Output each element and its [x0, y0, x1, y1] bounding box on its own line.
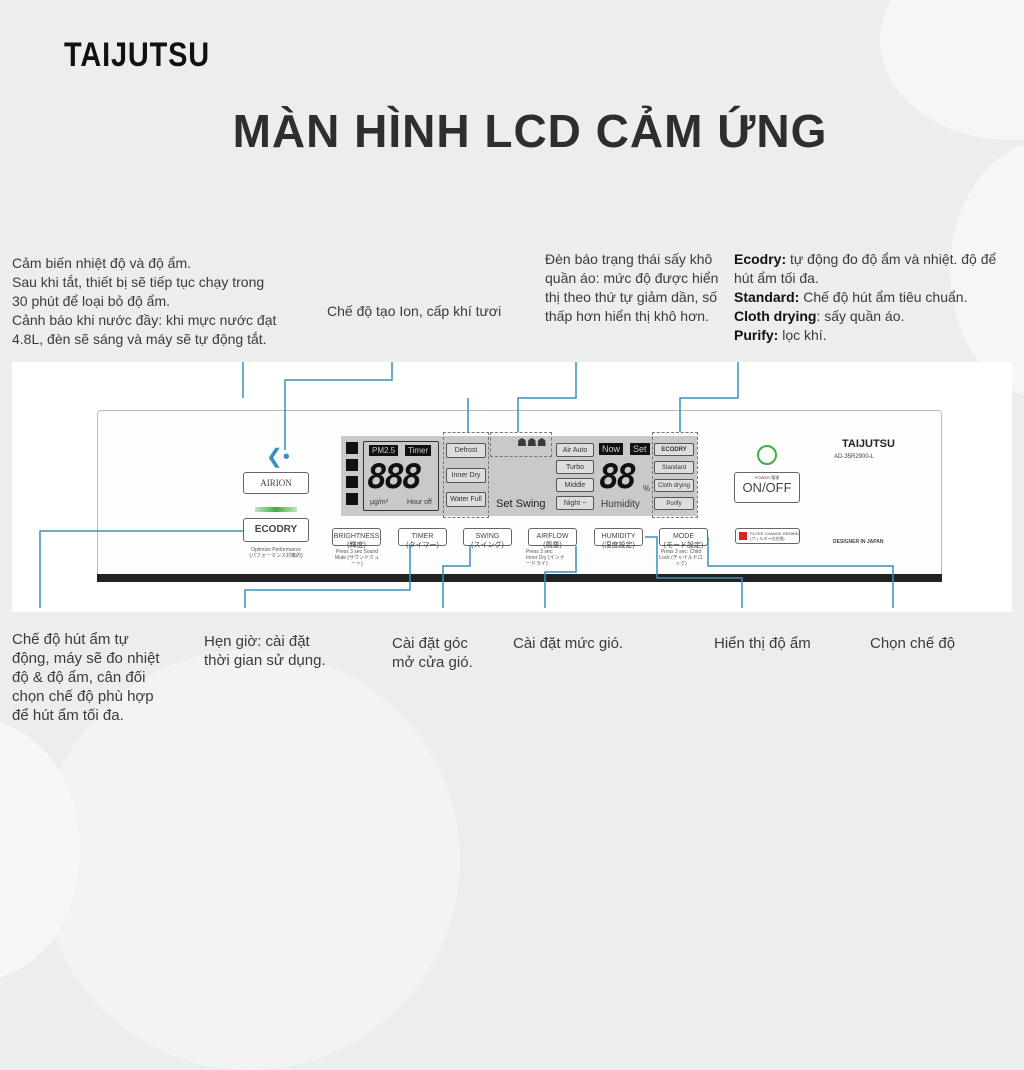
- optimize-label: Optimize Performance(パフォーマンス対策的): [249, 547, 303, 559]
- note-sensor: Cảm biến nhiệt độ và độ ẩm. Sau khi tắt,…: [12, 254, 312, 349]
- note-timer: Hẹn giờ: cài đặt thời gian sử dụng.: [204, 633, 326, 669]
- note-cloth: Đèn báo trạng thái sấy khô quần áo: mức …: [545, 251, 719, 324]
- pm-timer-area: [363, 441, 439, 511]
- pm25-indicator: PM2.5: [369, 445, 399, 456]
- unit-label: μg/m³: [370, 499, 389, 506]
- airflow-button[interactable]: AIRFLOW(風量): [528, 528, 577, 549]
- pm-digits: 888: [367, 457, 422, 497]
- night-indicator: Night ~: [556, 496, 594, 510]
- note-mode: Chọn chế độ: [870, 635, 956, 652]
- set-swing-label: Set Swing: [496, 498, 546, 510]
- defrost-indicator: Defrost: [446, 443, 486, 458]
- water-full-indicator: Water Full: [446, 492, 486, 507]
- designer-label: DESIGNER IN JAPAN: [833, 539, 884, 545]
- brightness-hint: Press 3 sec Sound Mute (サウンドミュート): [334, 549, 380, 567]
- note-line: 30 phút để loại bỏ độ ẩm.: [12, 293, 171, 309]
- percent-label: %: [643, 484, 651, 493]
- connector-lines: [39, 362, 894, 608]
- line-swing: [442, 546, 471, 608]
- note-ion: Chế độ tạo Ion, cấp khí tươi: [327, 303, 502, 319]
- standard-indicator: Standard: [654, 461, 694, 474]
- mode-hint: Press 3 sec: Child Lock (チャイルドロック): [659, 549, 703, 567]
- note-line: 4.8L, đèn sẽ sáng và máy sẽ tự động tắt.: [12, 331, 267, 347]
- page-title: MÀN HÌNH LCD CẢM ỨNG: [232, 105, 828, 157]
- power-icon: [757, 445, 777, 465]
- swing-fan-icon: [510, 460, 538, 486]
- set-indicator: Set: [630, 443, 650, 455]
- lock-icon: [346, 459, 358, 471]
- note-modes: Ecodry: tự động đo độ ẩm và nhiệt. độ để…: [734, 250, 1019, 345]
- brand-logo: TAIJUTSU: [64, 36, 210, 74]
- filter-remind-indicator: FILTER CHANGE REMIND (フィルターの交換): [735, 528, 800, 544]
- note-line: Cảnh báo khi nước đầy: khi mực nước đạt: [12, 312, 277, 328]
- wifi-icon: [346, 442, 358, 454]
- lcd-status-icons: [346, 442, 358, 508]
- timer-indicator: Timer: [405, 445, 432, 456]
- swing-button[interactable]: SWING(スイング): [463, 528, 512, 549]
- line-humidity: [645, 536, 743, 608]
- cloth-dry-level-icon: ☗☗☗: [490, 432, 552, 457]
- device-brand: TAIJUTSU: [842, 438, 895, 450]
- cloth-drying-indicator: Cloth drying: [654, 479, 694, 492]
- note-mode-ecodry: Ecodry: tự động đo độ ẩm và nhiệt. độ để…: [734, 251, 997, 286]
- line-mode: [707, 537, 894, 608]
- line-airflow: [544, 546, 577, 608]
- line-modes: [679, 362, 739, 432]
- ecodry-button[interactable]: ECODRY: [243, 518, 309, 542]
- timer-button[interactable]: TIMER(タイマー): [398, 528, 447, 549]
- line-cloth: [517, 362, 577, 432]
- line-ecodry: [39, 530, 243, 608]
- line-timer: [244, 546, 411, 608]
- turbo-indicator: Turbo: [556, 460, 594, 474]
- note-line: Cảm biến nhiệt độ và độ ẩm.: [12, 255, 191, 271]
- airflow-hint: Press 3 sec: Inner Dry (インナードライ): [526, 549, 565, 567]
- bulb-icon: [346, 476, 358, 488]
- note-airflow: Cài đặt mức gió.: [513, 635, 624, 652]
- note-swing: Cài đặt góc mở cửa gió.: [392, 635, 473, 671]
- device-edge: [97, 574, 942, 582]
- ion-icon: ❮•: [266, 446, 290, 468]
- ecodry-light: [255, 507, 297, 512]
- inner-dry-indicator: Inner Dry: [446, 468, 486, 483]
- note-humidity: Hiển thị độ ẩm: [714, 635, 811, 652]
- now-indicator: Now: [599, 443, 624, 455]
- humidity-label: Humidity: [601, 499, 640, 510]
- line-ion: [284, 362, 393, 450]
- air-auto-indicator: Air Auto: [556, 443, 594, 457]
- hour-off-label: Hour off: [407, 499, 432, 506]
- note-ecodry: Chế độ hút ẩm tự động, máy sẽ đo nhiệt đ…: [12, 631, 160, 724]
- airion-button[interactable]: AIRION: [243, 472, 309, 494]
- note-line: Sau khi tắt, thiết bị sẽ tiếp tục chạy t…: [12, 274, 265, 290]
- brightness-button[interactable]: BRIGHTNESS(輝度): [332, 528, 381, 549]
- note-mode-standard: Standard: Chế độ hút ẩm tiêu chuẩn.: [734, 289, 968, 305]
- middle-indicator: Middle: [556, 478, 594, 492]
- mode-ecodry-indicator: ECODRY: [654, 443, 694, 456]
- note-mode-cloth: Cloth drying: sấy quần áo.: [734, 308, 905, 324]
- mode-group: [652, 432, 698, 518]
- humidity-button[interactable]: HUMIDITY(湿度設定): [594, 528, 643, 549]
- sound-icon: [346, 493, 358, 505]
- note-mode-purify: Purify: lọc khí.: [734, 327, 827, 343]
- humidity-digits: 88: [599, 457, 637, 497]
- purify-indicator: Purify: [654, 497, 694, 510]
- status-group: [443, 432, 489, 518]
- model-number: AD-35R2900-L: [834, 454, 875, 460]
- filter-light: [739, 532, 747, 540]
